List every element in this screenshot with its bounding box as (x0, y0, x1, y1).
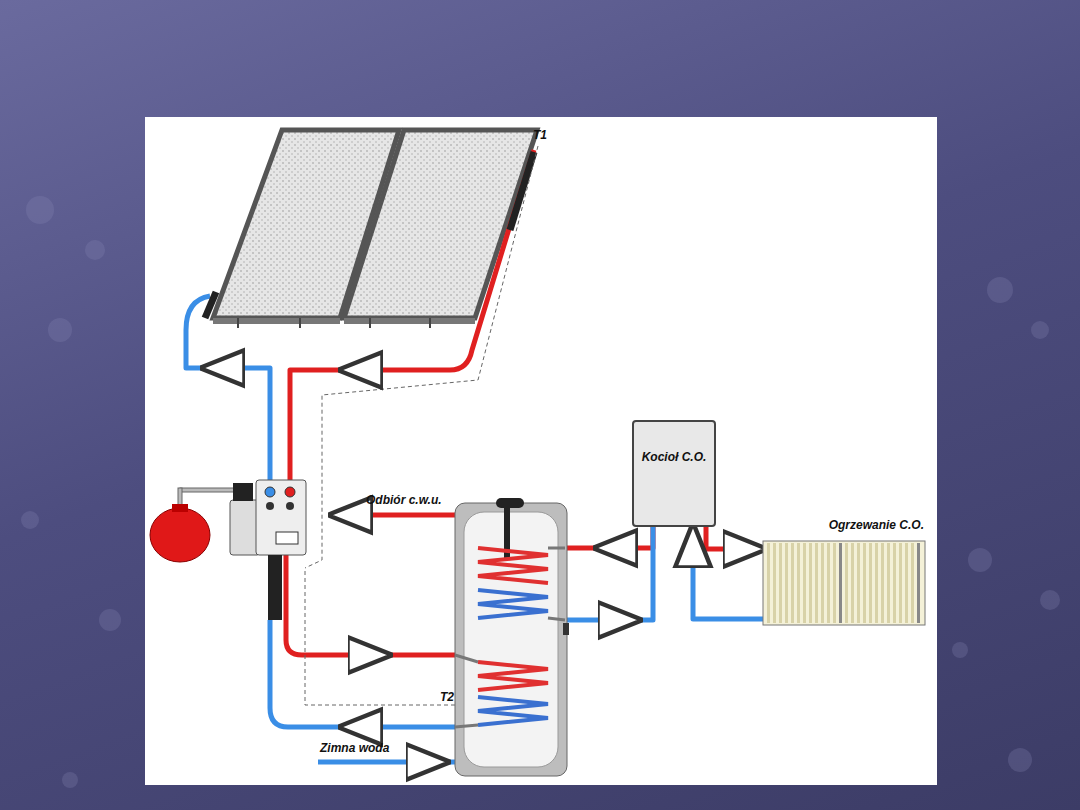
sensor-label: T1 (533, 128, 547, 142)
pump-station (150, 480, 306, 620)
pipe-connector (693, 527, 763, 619)
radiator-symbol (755, 539, 930, 629)
box-label: Kocioł C.O. (638, 450, 710, 465)
radiator: Ogrzewanie C.O. (755, 518, 930, 629)
boiler-box: Kocioł C.O. (632, 420, 716, 527)
heading-label: Ogrzewanie C.O. (755, 518, 930, 533)
pipe-connector (706, 527, 763, 549)
storage-tank (455, 498, 569, 776)
pipe-label: Odbiór c.w.u. (366, 493, 442, 507)
sensor-label: T2 (440, 690, 454, 704)
pipe-label: Zimna woda (320, 741, 389, 755)
